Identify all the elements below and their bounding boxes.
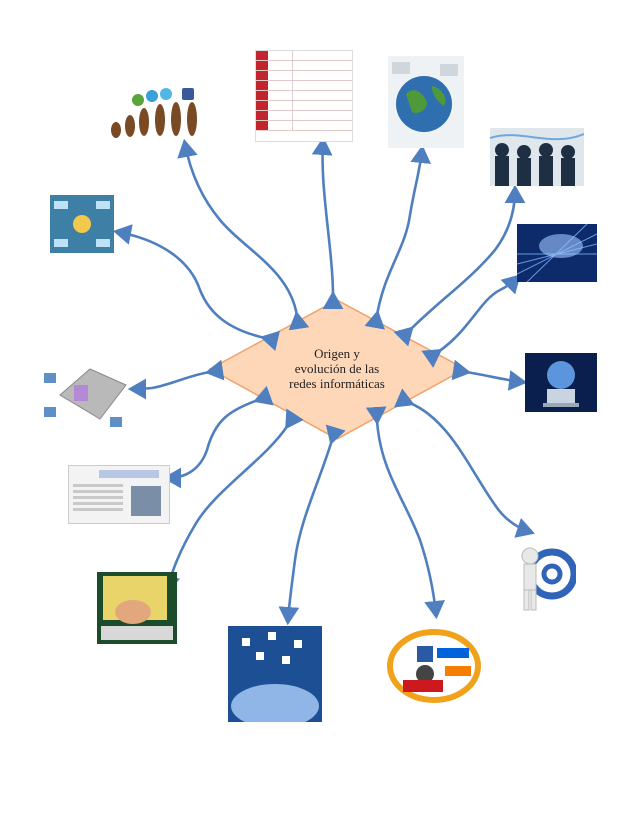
hand-screen-image: [97, 572, 177, 644]
arrow-evolution: [177, 138, 310, 331]
arrow-client: [127, 359, 225, 400]
arrow-laptop: [451, 359, 528, 391]
center-line-2: evolución de las: [294, 361, 380, 376]
arrow-doc: [162, 385, 274, 489]
arrow-people: [393, 184, 526, 347]
crowd-network-image: [228, 626, 322, 722]
laptop-globe-image: [525, 353, 597, 412]
arrow-spreadsheet: [311, 136, 344, 310]
arrow-hand: [159, 408, 304, 596]
center-label: Origen y evolución de las redes informát…: [262, 346, 412, 391]
arrow-mindmap: [112, 224, 280, 352]
spreadsheet-image: [255, 50, 353, 142]
network-people-image: [490, 128, 584, 186]
client-server-image: [40, 355, 130, 435]
network-lines-image: [517, 224, 597, 282]
arrow-globe: [364, 144, 432, 330]
arrow-social: [365, 406, 445, 620]
document-image: [68, 465, 170, 524]
at-sign-man-image: [512, 538, 576, 614]
arrow-atman: [393, 388, 535, 538]
connector-arrows: [112, 136, 535, 626]
evolution-image: [108, 86, 200, 142]
social-logos-image: [387, 626, 481, 704]
arrow-net1: [421, 274, 521, 368]
center-line-3: redes informáticas: [289, 376, 385, 391]
mindmap-image: [50, 195, 114, 253]
globe-image: [388, 56, 464, 148]
center-line-1: Origen y: [314, 346, 360, 361]
arrow-crowd: [278, 424, 346, 626]
